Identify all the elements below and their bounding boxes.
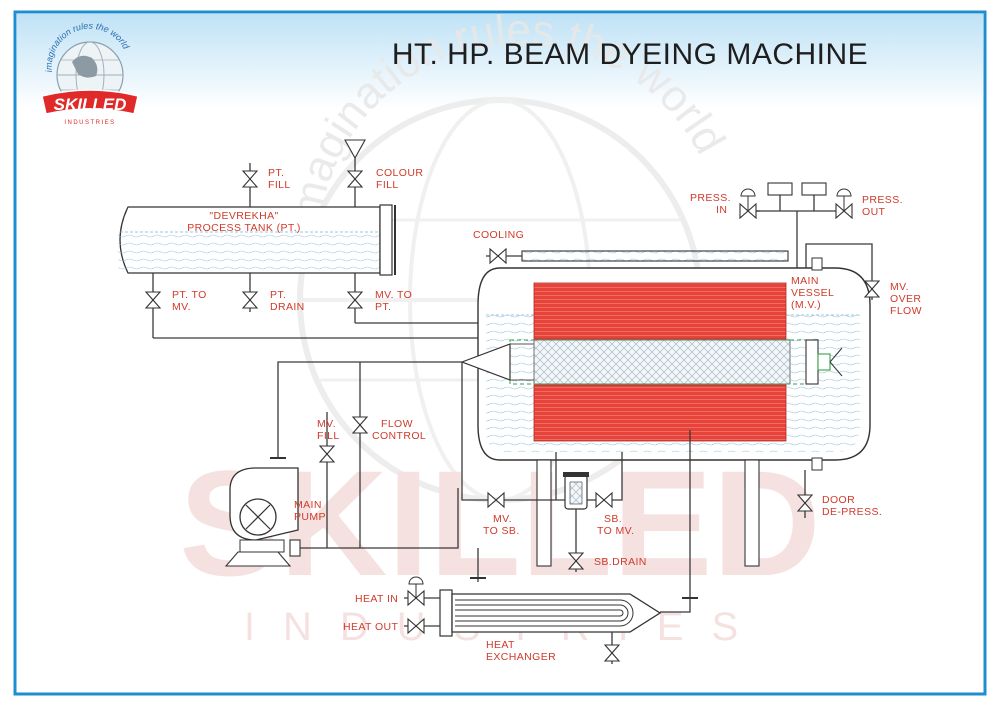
pressure-gauge-2 bbox=[801, 182, 827, 196]
mv-overflow-label-2: OVER bbox=[890, 293, 921, 305]
sb-to-mv-valve[interactable] bbox=[595, 491, 613, 509]
mv-fill-valve[interactable] bbox=[318, 445, 336, 463]
press-out-label-2: OUT bbox=[862, 206, 886, 218]
beam-top bbox=[533, 282, 787, 340]
main-vessel-label-1: MAIN bbox=[791, 275, 819, 287]
sb-to-mv-label-2: TO MV. bbox=[597, 525, 634, 537]
pressure-gauge-1 bbox=[767, 182, 793, 196]
sb-drain-valve[interactable] bbox=[567, 552, 585, 570]
main-pump bbox=[224, 467, 301, 567]
mv-to-sb-valve[interactable] bbox=[487, 491, 505, 509]
mv-to-pt-label-1: MV. TO bbox=[375, 289, 412, 301]
tank-desc: PROCESS TANK (PT.) bbox=[187, 222, 301, 234]
logo-brand: SKILLED bbox=[54, 95, 127, 114]
mv-to-sb-label-1: MV. bbox=[493, 513, 512, 525]
press-in-valve[interactable] bbox=[739, 188, 757, 220]
sb-drain-label: SB.DRAIN bbox=[594, 556, 647, 568]
pt-fill-valve[interactable] bbox=[241, 170, 259, 188]
cooling-coil bbox=[521, 250, 789, 262]
hx-drain-valve[interactable] bbox=[603, 644, 621, 662]
main-vessel-label-3: (M.V.) bbox=[791, 299, 821, 311]
press-in-label-2: IN bbox=[716, 204, 727, 216]
heat-in-label: HEAT IN bbox=[355, 593, 398, 605]
heat-exchanger-label-2: EXCHANGER bbox=[486, 651, 556, 663]
mv-to-pt-valve[interactable] bbox=[346, 291, 364, 309]
colour-fill-funnel bbox=[344, 139, 366, 160]
main-vessel-label-2: VESSEL bbox=[791, 287, 834, 299]
flow-control-label-2: CONTROL bbox=[372, 430, 426, 442]
tank-name: "DEVREKHA" bbox=[209, 210, 278, 222]
logo-sub: INDUSTRIES bbox=[64, 120, 115, 126]
heat-exchanger-label-1: HEAT bbox=[486, 639, 515, 651]
main-pump-label-1: MAIN bbox=[294, 499, 322, 511]
cooling-label: COOLING bbox=[473, 229, 524, 241]
pt-drain-valve[interactable] bbox=[241, 291, 259, 309]
sb-to-mv-label-1: SB. bbox=[604, 513, 622, 525]
flow-control-label-1: FLOW bbox=[381, 418, 413, 430]
page-title: HT. HP. BEAM DYEING MACHINE bbox=[392, 38, 868, 71]
strainer-box bbox=[563, 472, 589, 510]
press-out-valve[interactable] bbox=[835, 188, 853, 220]
pt-fill-label-2: FILL bbox=[268, 179, 291, 191]
door-depress-label-2: DE-PRESS. bbox=[822, 506, 882, 518]
heat-in-valve[interactable] bbox=[407, 576, 425, 607]
mv-overflow-label-3: FLOW bbox=[890, 305, 922, 317]
heat-exchanger bbox=[439, 589, 662, 637]
flow-control-valve[interactable] bbox=[351, 416, 369, 434]
door-depress-label-1: DOOR bbox=[822, 494, 855, 506]
colour-fill-label-1: COLOUR bbox=[376, 167, 423, 179]
beam-bottom bbox=[533, 384, 787, 442]
colour-fill-label-2: FILL bbox=[376, 179, 399, 191]
mv-to-sb-label-2: TO SB. bbox=[483, 525, 520, 537]
header-band bbox=[17, 14, 983, 109]
pt-drain-label-2: DRAIN bbox=[270, 301, 305, 313]
main-pump-label-2: PUMP bbox=[294, 511, 326, 523]
pt-drain-label-1: PT. bbox=[270, 289, 286, 301]
pt-to-mv-label-1: PT. TO bbox=[172, 289, 207, 301]
pt-fill-label-1: PT. bbox=[268, 167, 284, 179]
heat-out-label: HEAT OUT bbox=[343, 621, 399, 633]
mv-overflow-valve[interactable] bbox=[863, 280, 881, 298]
press-out-label-1: PRESS. bbox=[862, 194, 903, 206]
pt-to-mv-valve[interactable] bbox=[144, 291, 162, 309]
perforated-beam bbox=[533, 339, 791, 385]
cooling-valve[interactable] bbox=[489, 247, 507, 265]
heat-out-valve[interactable] bbox=[407, 617, 425, 635]
mv-to-pt-label-2: PT. bbox=[375, 301, 391, 313]
main-vessel bbox=[460, 257, 871, 567]
process-tank bbox=[118, 204, 396, 276]
press-in-label-1: PRESS. bbox=[690, 192, 731, 204]
mv-overflow-label-1: MV. bbox=[890, 281, 909, 293]
mv-fill-label-1: MV. bbox=[317, 418, 336, 430]
door-depress-valve[interactable] bbox=[796, 494, 814, 512]
mv-fill-label-2: FILL bbox=[317, 430, 340, 442]
pt-to-mv-label-2: MV. bbox=[172, 301, 191, 313]
colour-fill-valve[interactable] bbox=[346, 170, 364, 188]
